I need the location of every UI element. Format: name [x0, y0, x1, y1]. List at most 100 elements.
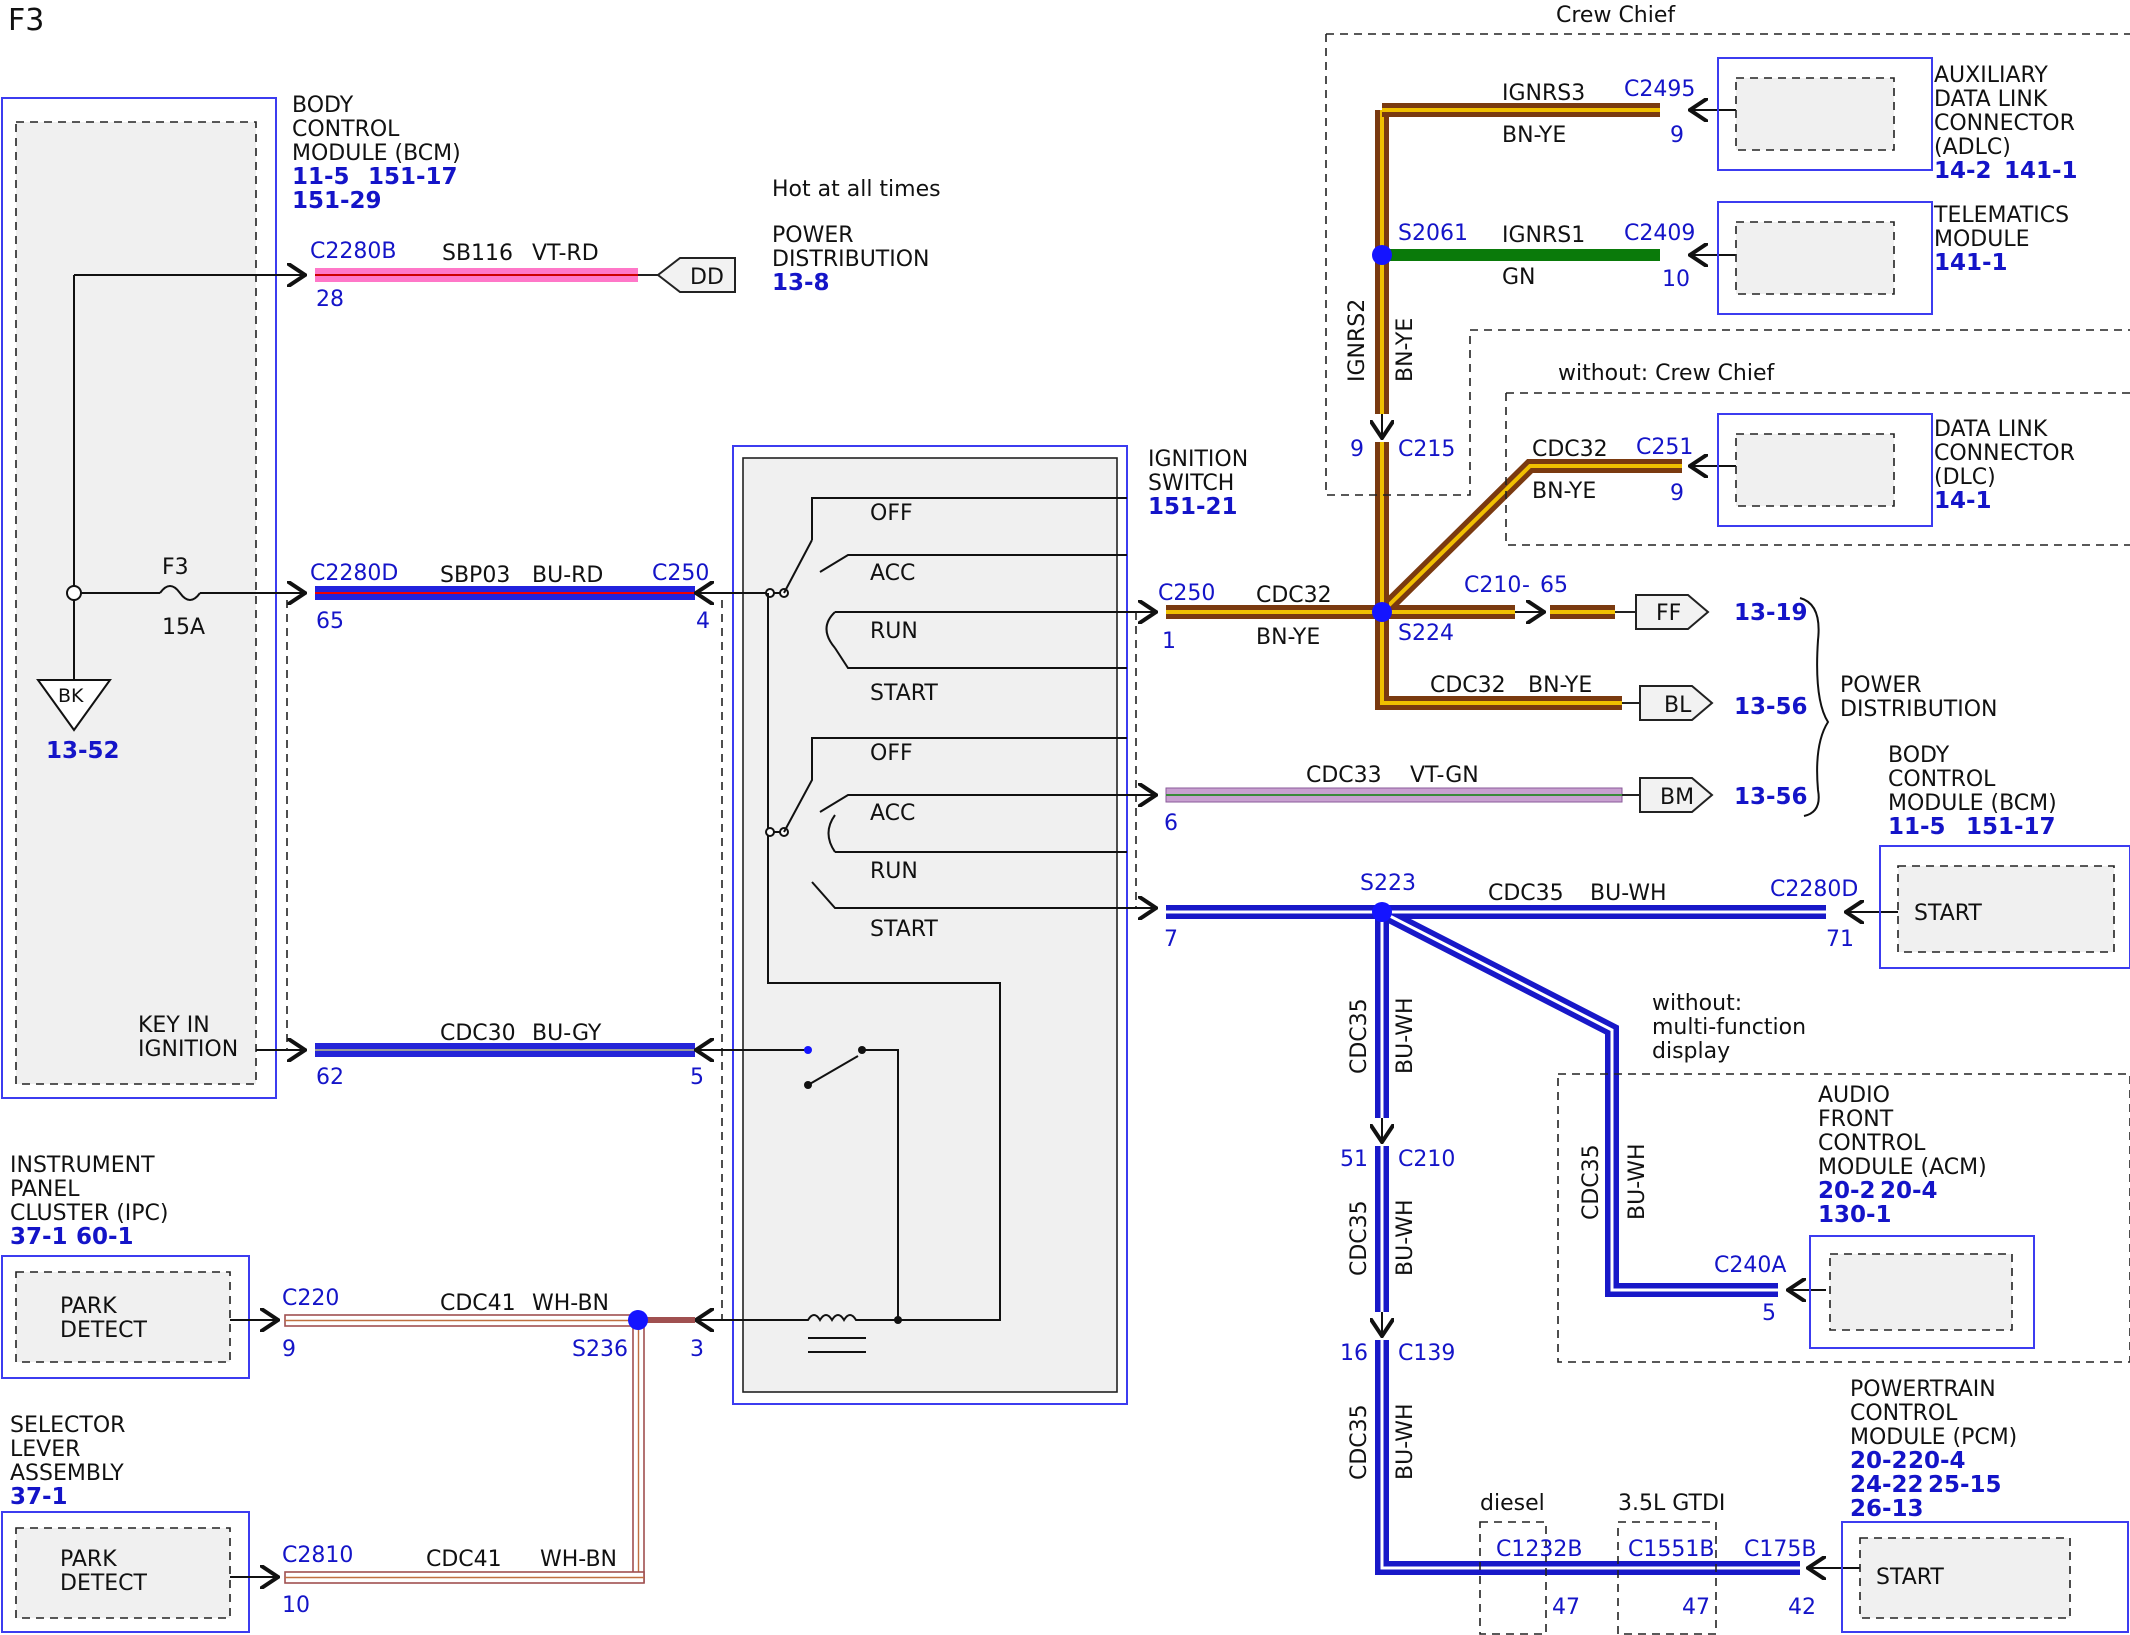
crew-chief-boundary — [1325, 33, 2130, 496]
bcm-module-outline — [1, 97, 277, 1099]
cdc41-bottom-color: WH-BN — [540, 1547, 617, 1572]
c250-left-label: C250 — [652, 561, 709, 586]
acm-title-2: FRONT — [1818, 1107, 1894, 1132]
bcm-ref-1: 11-5 — [292, 164, 350, 190]
adlc-ref-2: 141-1 — [2004, 158, 2078, 184]
cdc41-pin-right: 3 — [690, 1337, 704, 1362]
c220-pin: 9 — [282, 1337, 296, 1362]
sw-a-start-label: START — [870, 681, 938, 706]
sw-b-run — [827, 814, 1127, 853]
pcm-ref-2: 20-4 — [1908, 1448, 1966, 1474]
dlc-body — [1735, 433, 1895, 507]
acm-note-2: multi-function — [1652, 1015, 1806, 1040]
ignrs1-color: GN — [1502, 265, 1536, 290]
bcm-right-box: START — [1914, 901, 1982, 926]
c139-pin: 16 — [1340, 1341, 1368, 1366]
c210-ff-sep: - — [1522, 573, 1530, 598]
c139-label: C139 — [1398, 1341, 1455, 1366]
ignrs3-circuit: IGNRS3 — [1502, 81, 1585, 106]
dlc-title-1: DATA LINK — [1934, 417, 2048, 442]
ground-symbol — [36, 679, 112, 732]
ground-label: BK — [58, 685, 84, 707]
bcm-right-connector: C2280D — [1770, 877, 1858, 902]
diesel-label: diesel — [1480, 1491, 1545, 1516]
c210-pin: 51 — [1340, 1147, 1368, 1172]
sb116-color: VT-RD — [532, 241, 599, 266]
cdc33-circuit: CDC33 — [1306, 763, 1382, 788]
sw-b-acc-label: ACC — [870, 801, 915, 826]
diesel-boundary — [1479, 1521, 1547, 1635]
fuse-name: F3 — [162, 555, 189, 580]
acm-wire-circuit: CDC35 — [1579, 1144, 1604, 1220]
selector-title-2: LEVER — [10, 1437, 80, 1462]
pcm-box: START — [1876, 1565, 1944, 1590]
ground-ref: 13-52 — [46, 738, 120, 764]
ipc-box-2: DETECT — [60, 1318, 148, 1343]
acm-ref-1: 20-2 — [1818, 1178, 1876, 1204]
ipc-ref-2: 60-1 — [76, 1224, 134, 1250]
bcm-right-title-1: BODY — [1888, 743, 1950, 768]
c215-pin: 9 — [1350, 437, 1364, 462]
ign-title-2: SWITCH — [1148, 471, 1234, 496]
pd-top-title-2: DISTRIBUTION — [772, 247, 930, 272]
ign-ref: 151-21 — [1148, 494, 1238, 520]
ipc-module-outline — [1, 1255, 250, 1379]
bm-ref: 13-56 — [1734, 784, 1808, 810]
sw-a-blade — [783, 539, 813, 594]
acm-ref-3: 130-1 — [1818, 1202, 1892, 1228]
adlc-title-1: AUXILIARY — [1934, 63, 2048, 88]
cdc33-pin: 6 — [1164, 811, 1178, 836]
dlc-title-3: (DLC) — [1934, 465, 1996, 490]
pd-right-title-2: DISTRIBUTION — [1840, 697, 1998, 722]
pcm-title-2: CONTROL — [1850, 1401, 1958, 1426]
sw-a-run-start — [825, 611, 1127, 669]
wcc-circuit: CDC32 — [1532, 437, 1608, 462]
without-crew-chief-boundary — [1505, 392, 2130, 546]
acm-body — [1829, 1253, 2013, 1331]
splice-s223 — [1372, 902, 1392, 922]
bcm-right-title-2: CONTROL — [1888, 767, 1996, 792]
sbp03-color: BU-RD — [532, 563, 603, 588]
acm-title-4: MODULE (ACM) — [1818, 1155, 1987, 1180]
sw-a-acc-label: ACC — [870, 561, 915, 586]
pd-ff-connector — [1615, 594, 1710, 630]
ff-label: FF — [1656, 601, 1681, 626]
bcm-right-ref-2: 151-17 — [1966, 814, 2056, 840]
seg1-color: BU-WH — [1393, 997, 1418, 1074]
telematics-outline — [1717, 201, 1933, 315]
ipc-module-body — [15, 1271, 231, 1363]
c2495-label: C2495 — [1624, 77, 1695, 102]
page-id: F3 — [8, 3, 44, 38]
c1232b-label: C1232B — [1496, 1537, 1582, 1562]
c2280b-label: C2280B — [310, 239, 396, 264]
s236-label: S236 — [572, 1337, 628, 1362]
sw-b-off — [783, 737, 1127, 833]
s223-label: S223 — [1360, 871, 1416, 896]
cdc41-bottom-circuit: CDC41 — [426, 1547, 502, 1572]
c175b-pin: 42 — [1788, 1595, 1816, 1620]
seg2-color: BU-WH — [1393, 1199, 1418, 1276]
cdc35-circuit: CDC35 — [1488, 881, 1564, 906]
ipc-title-2: PANEL — [10, 1177, 80, 1202]
sw-b-start-label: START — [870, 917, 938, 942]
dlc-outline — [1717, 413, 1933, 527]
cdc35-pin: 7 — [1164, 927, 1178, 952]
splice-s2061 — [1372, 245, 1392, 265]
c251-label: C251 — [1636, 435, 1693, 460]
bm-label: BM — [1660, 785, 1694, 810]
c220-label: C220 — [282, 1286, 339, 1311]
pcm-ref-4: 25-15 — [1928, 1472, 2002, 1498]
adlc-outline — [1717, 57, 1933, 171]
telematics-title-2: MODULE — [1934, 227, 2030, 252]
c210-ff-label: C210 — [1464, 573, 1521, 598]
bcm-right-body — [1897, 865, 2115, 953]
adlc-title-2: DATA LINK — [1934, 87, 2048, 112]
bcm-right-ref-1: 11-5 — [1888, 814, 1946, 840]
pd-bm-connector — [1622, 777, 1714, 813]
ignrs3-color: BN-YE — [1502, 123, 1566, 148]
c251-pin: 9 — [1670, 481, 1684, 506]
pcm-ref-1: 20-2 — [1850, 1448, 1908, 1474]
selector-title-1: SELECTOR — [10, 1413, 125, 1438]
sw-b-start — [811, 881, 1127, 909]
